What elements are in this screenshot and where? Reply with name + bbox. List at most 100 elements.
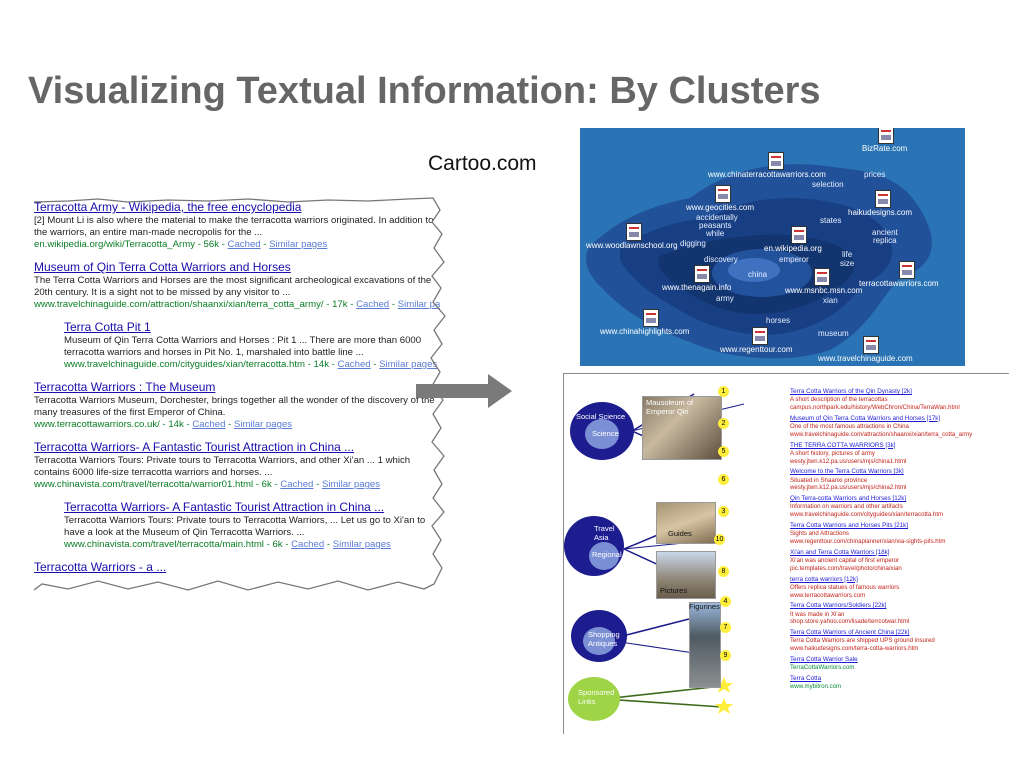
- result-url: www.chinavista.com/travel/terracotta/mai…: [64, 539, 440, 551]
- site-thumbnail-icon[interactable]: [768, 152, 785, 170]
- cached-link[interactable]: Cached: [280, 479, 314, 490]
- result-title-link[interactable]: Terracotta Warriors- A Fantastic Tourist…: [34, 440, 355, 454]
- result-title-link[interactable]: Terracotta Warriors - a ...: [34, 560, 167, 574]
- cached-link[interactable]: Cached: [291, 539, 325, 550]
- map-site-label[interactable]: www.msnbc.msn.com: [785, 286, 863, 295]
- cluster-photo[interactable]: [656, 551, 716, 599]
- map-term-label[interactable]: peasants: [699, 221, 732, 230]
- map-term-label[interactable]: china: [748, 270, 768, 279]
- cluster-result-link[interactable]: THE TERRA COTTA WARRIORS [3k]: [790, 441, 896, 449]
- search-result: Terracotta Warriors - a ...: [34, 560, 440, 575]
- site-thumbnail-icon[interactable]: [693, 265, 710, 283]
- map-term-label[interactable]: states: [820, 216, 842, 225]
- map-term-label[interactable]: prices: [864, 170, 886, 179]
- result-title-link[interactable]: Terracotta Warriors : The Museum: [34, 380, 216, 394]
- cluster-result-link[interactable]: Terra Cotta Warriors/Soldiers [22k]: [790, 602, 887, 610]
- map-term-label[interactable]: museum: [818, 329, 849, 338]
- map-term-label[interactable]: xian: [823, 296, 838, 305]
- result-title-link[interactable]: Terracotta Warriors- A Fantastic Tourist…: [64, 500, 385, 514]
- map-site-label[interactable]: terracottawarriors.com: [859, 279, 939, 288]
- cluster-photo[interactable]: [642, 396, 722, 460]
- map-term-label[interactable]: selection: [812, 180, 844, 189]
- cluster-node-label[interactable]: Social Science: [576, 412, 626, 421]
- map-term-label[interactable]: life: [842, 250, 853, 259]
- result-title-link[interactable]: Terra Cotta Pit 1: [64, 320, 151, 334]
- similar-pages-link[interactable]: Similar pages: [233, 419, 293, 430]
- map-term-label[interactable]: horses: [766, 316, 791, 325]
- similar-pages-link[interactable]: Similar pages: [269, 239, 328, 250]
- photo-caption: Pictures: [660, 586, 688, 595]
- map-term-label[interactable]: accidentally: [696, 213, 738, 222]
- cluster-result-url: westy.jtwn.k12.pa.us/users/mjs/china1.ht…: [790, 457, 907, 465]
- site-thumbnail-icon[interactable]: [899, 261, 916, 279]
- site-thumbnail-icon[interactable]: [875, 190, 892, 208]
- cluster-result-item: Terra Cotta Warriors of Ancient China [2…: [790, 629, 1005, 653]
- cluster-result-item: Qin Terra-cotta Warriors and Horses [12k…: [790, 495, 1005, 519]
- cached-link[interactable]: Cached: [356, 299, 390, 310]
- map-site-label[interactable]: www.woodlawnschool.org: [586, 241, 678, 250]
- map-site-label[interactable]: www.chinaterracottawarriors.com: [708, 170, 826, 179]
- result-title-link[interactable]: Museum of Qin Terra Cotta Warriors and H…: [34, 260, 291, 274]
- site-thumbnail-icon[interactable]: [791, 226, 808, 244]
- cluster-result-desc: A short history, pictures of army: [790, 449, 875, 457]
- cluster-photo[interactable]: [656, 502, 716, 544]
- similar-pages-link[interactable]: Similar pages: [332, 539, 391, 550]
- cached-link[interactable]: Cached: [227, 239, 261, 250]
- map-term-label[interactable]: digging: [680, 239, 706, 248]
- map-site-label[interactable]: www.geocities.com: [686, 203, 755, 212]
- cluster-subnode-label[interactable]: Sponsored Links: [578, 688, 615, 706]
- map-site-label[interactable]: en.wikipedia.org: [764, 244, 822, 253]
- map-site-label[interactable]: www.regenttour.com: [720, 345, 793, 354]
- cluster-result-link[interactable]: Terra Cotta: [790, 674, 822, 682]
- cluster-result-item: Xi'an and Terra Cotta Warriors [18k]Xi'a…: [790, 549, 1005, 573]
- cluster-result-link[interactable]: Terra Cotta Warriors of Ancient China [2…: [790, 629, 910, 637]
- separator: -: [370, 359, 380, 370]
- similar-pages-link[interactable]: Similar pages: [397, 299, 440, 310]
- site-thumbnail-icon[interactable]: [814, 268, 831, 286]
- cluster-result-link[interactable]: Terra Cotta Warriors and Horses Pits [21…: [790, 521, 909, 529]
- cluster-photo[interactable]: [689, 602, 721, 688]
- map-term-label[interactable]: size: [840, 259, 855, 268]
- cluster-result-link[interactable]: Terra Cotta Warriors of the Qin Dynasty …: [790, 388, 912, 395]
- map-site-label[interactable]: www.travelchinaguide.com: [818, 354, 913, 363]
- cluster-result-link[interactable]: terra cotta warriors [12k]: [790, 575, 858, 583]
- site-thumbnail-icon[interactable]: [715, 185, 732, 203]
- map-term-label[interactable]: replica: [873, 236, 897, 245]
- similar-pages-link[interactable]: Similar pages: [379, 359, 438, 370]
- cluster-node-label[interactable]: Travel Asia: [594, 524, 615, 542]
- cluster-result-link[interactable]: Qin Terra-cotta Warriors and Horses [12k…: [790, 495, 907, 503]
- site-thumbnail-icon[interactable]: [878, 128, 895, 144]
- cluster-result-link[interactable]: Xi'an and Terra Cotta Warriors [18k]: [790, 548, 890, 556]
- site-thumbnail-icon[interactable]: [642, 309, 659, 327]
- photo-caption: Mausoleum of Emperor Qin: [646, 398, 694, 416]
- map-term-label[interactable]: while: [706, 229, 725, 238]
- site-thumbnail-icon[interactable]: [626, 223, 643, 241]
- site-thumbnail-icon[interactable]: [862, 336, 879, 354]
- map-term-label[interactable]: emperor: [779, 255, 809, 264]
- result-url-text: www.travelchinaguide.com/cityguides/xian…: [64, 359, 338, 370]
- map-term-label[interactable]: discovery: [704, 255, 738, 264]
- cluster-result-item: Terra Cotta Warriors/Soldiers [22k]It wa…: [790, 602, 1005, 626]
- map-term-label[interactable]: army: [716, 294, 734, 303]
- cluster-result-link[interactable]: Welcome to the Terra Cotta Warriors [3k]: [790, 468, 904, 476]
- similar-pages-link[interactable]: Similar pages: [321, 479, 381, 490]
- cluster-result-link[interactable]: Museum of Qin Terra Cotta Warriors and H…: [790, 414, 941, 422]
- map-site-label[interactable]: www.thenagain.info: [662, 283, 732, 292]
- map-site-label[interactable]: BizRate.com: [862, 144, 908, 153]
- cluster-subnode-label[interactable]: Regional: [592, 550, 622, 559]
- cluster-result-link[interactable]: Terra Cotta Warrior Sale: [790, 655, 858, 663]
- cached-link[interactable]: Cached: [192, 419, 226, 430]
- cluster-result-desc: Sights and Attractions: [790, 530, 849, 538]
- site-thumbnail-icon[interactable]: [751, 327, 768, 345]
- result-title-link[interactable]: Terracotta Army - Wikipedia, the free en…: [34, 200, 302, 214]
- cached-link[interactable]: Cached: [337, 359, 371, 370]
- map-site-label[interactable]: haikudesigns.com: [848, 208, 913, 217]
- cluster-subnode-label[interactable]: Science: [592, 429, 619, 438]
- cluster-result-url: www.terracottawarriors.com: [790, 591, 866, 599]
- slide-title: Visualizing Textual Information: By Clus…: [28, 70, 821, 112]
- map-site-label[interactable]: www.chinahighlights.com: [600, 327, 690, 336]
- separator: -: [260, 239, 270, 250]
- cluster-subnode-label[interactable]: Shopping Antiques: [588, 630, 620, 648]
- map-term-label[interactable]: ancient: [872, 228, 898, 237]
